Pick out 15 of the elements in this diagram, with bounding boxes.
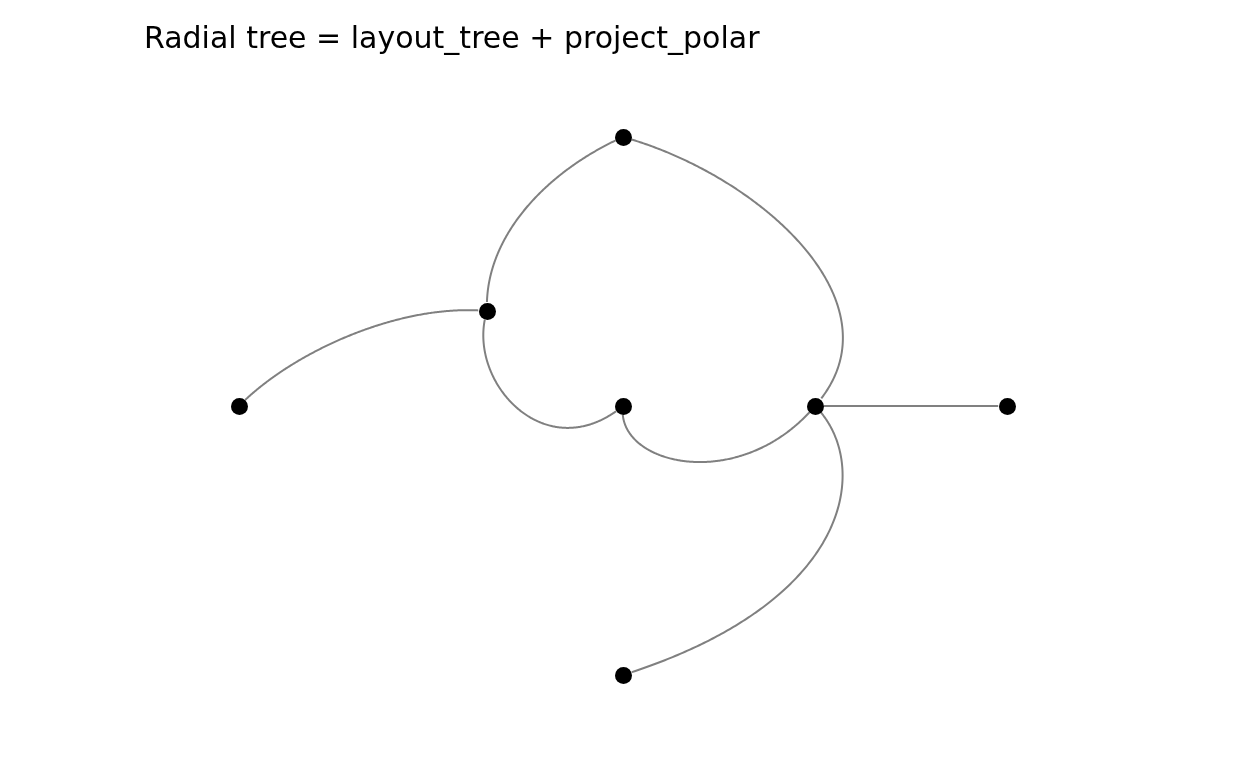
connector-line	[244, 309, 480, 401]
node-dot	[614, 128, 632, 146]
node-dot	[230, 397, 248, 415]
node-dot	[614, 397, 632, 415]
node-dot	[614, 666, 632, 684]
connector-line	[621, 411, 811, 464]
connector-line	[630, 138, 844, 400]
node-dot	[998, 397, 1016, 415]
connector-line	[822, 405, 1000, 407]
connector-line	[630, 411, 844, 674]
connector-line	[482, 318, 618, 429]
connector-line	[485, 139, 617, 303]
node-dot	[478, 302, 496, 320]
node-dot	[806, 397, 824, 415]
diagram-title: Radial tree = layout_tree + project_polar	[144, 20, 760, 56]
